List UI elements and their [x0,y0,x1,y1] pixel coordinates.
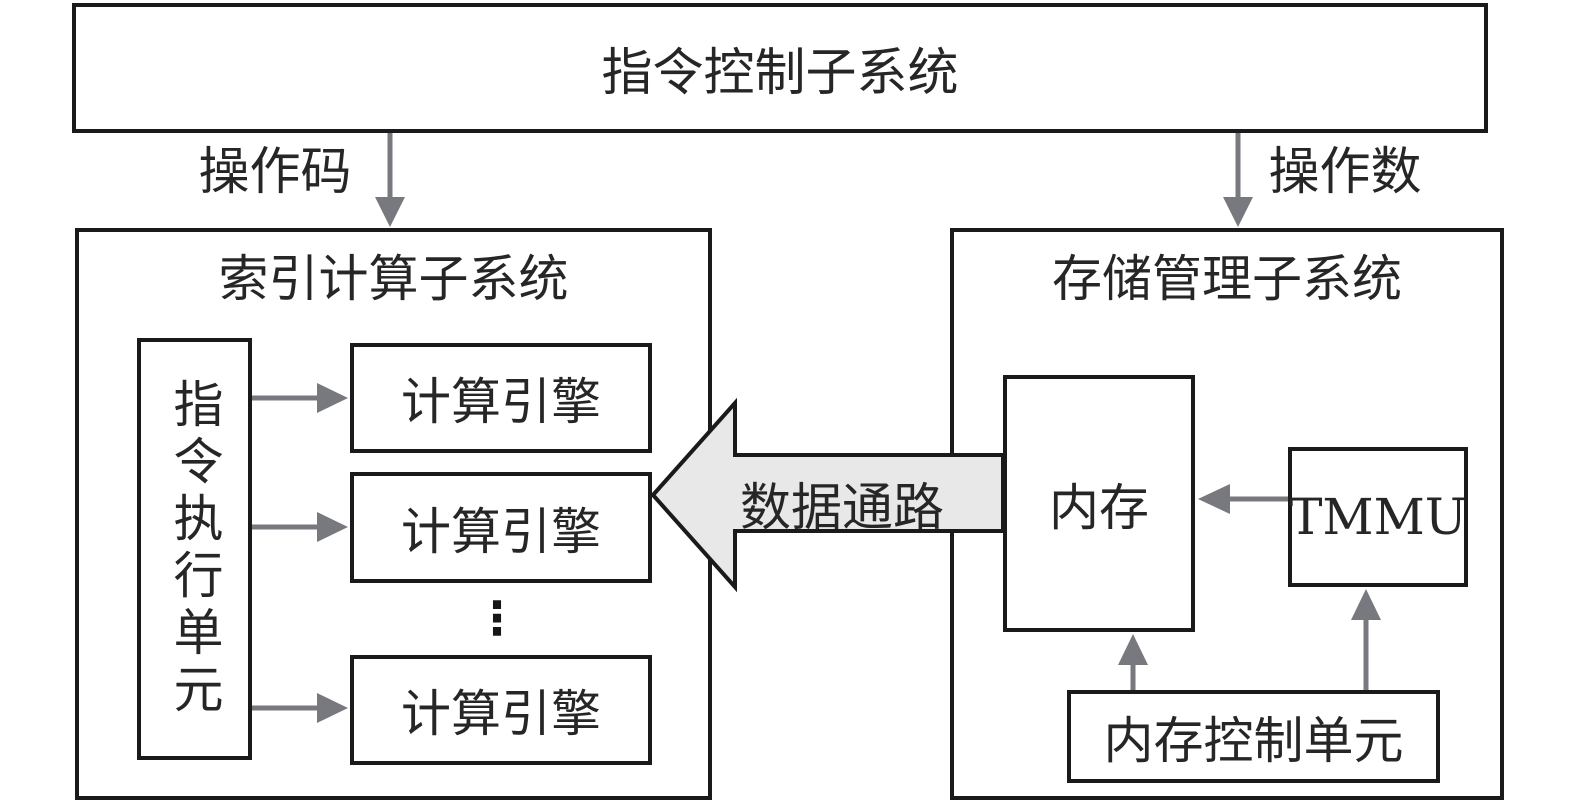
compute-engine-box-1: 计算引擎 [350,343,652,453]
tmmu-label: TMMU [1289,488,1467,546]
vertical-ellipsis: ⋮ [474,591,520,645]
index-computation-subsystem-title: 索引计算子系统 [218,250,569,308]
memory-box: 内存 [1003,375,1195,632]
compute-engine-label-2: 计算引擎 [401,502,601,561]
compute-engine-box-3: 计算引擎 [350,655,652,765]
operand-arrow [1223,133,1253,227]
compute-engine-label-3: 计算引擎 [401,685,601,743]
instruction-execution-unit-label: 指令执行单元 [165,378,224,720]
operand-label: 操作数 [1268,143,1422,202]
opcode-arrow [375,133,405,227]
storage-management-subsystem-title: 存储管理子系统 [1052,250,1402,308]
compute-engine-box-2: 计算引擎 [350,472,652,583]
instruction-execution-unit-box: 指令执行单元 [137,338,252,760]
data-path-label: 数据通路 [740,479,945,538]
memory-label: 内存 [1049,478,1149,537]
compute-engine-label-1: 计算引擎 [401,373,601,431]
tmmu-box: TMMU [1288,447,1468,587]
memory-control-unit-box: 内存控制单元 [1067,690,1440,783]
opcode-label: 操作码 [198,143,352,202]
instruction-control-subsystem-label: 指令控制子系统 [601,44,959,103]
instruction-control-subsystem-box: 指令控制子系统 [72,3,1488,133]
memory-control-unit-label: 内存控制单元 [1103,711,1404,770]
